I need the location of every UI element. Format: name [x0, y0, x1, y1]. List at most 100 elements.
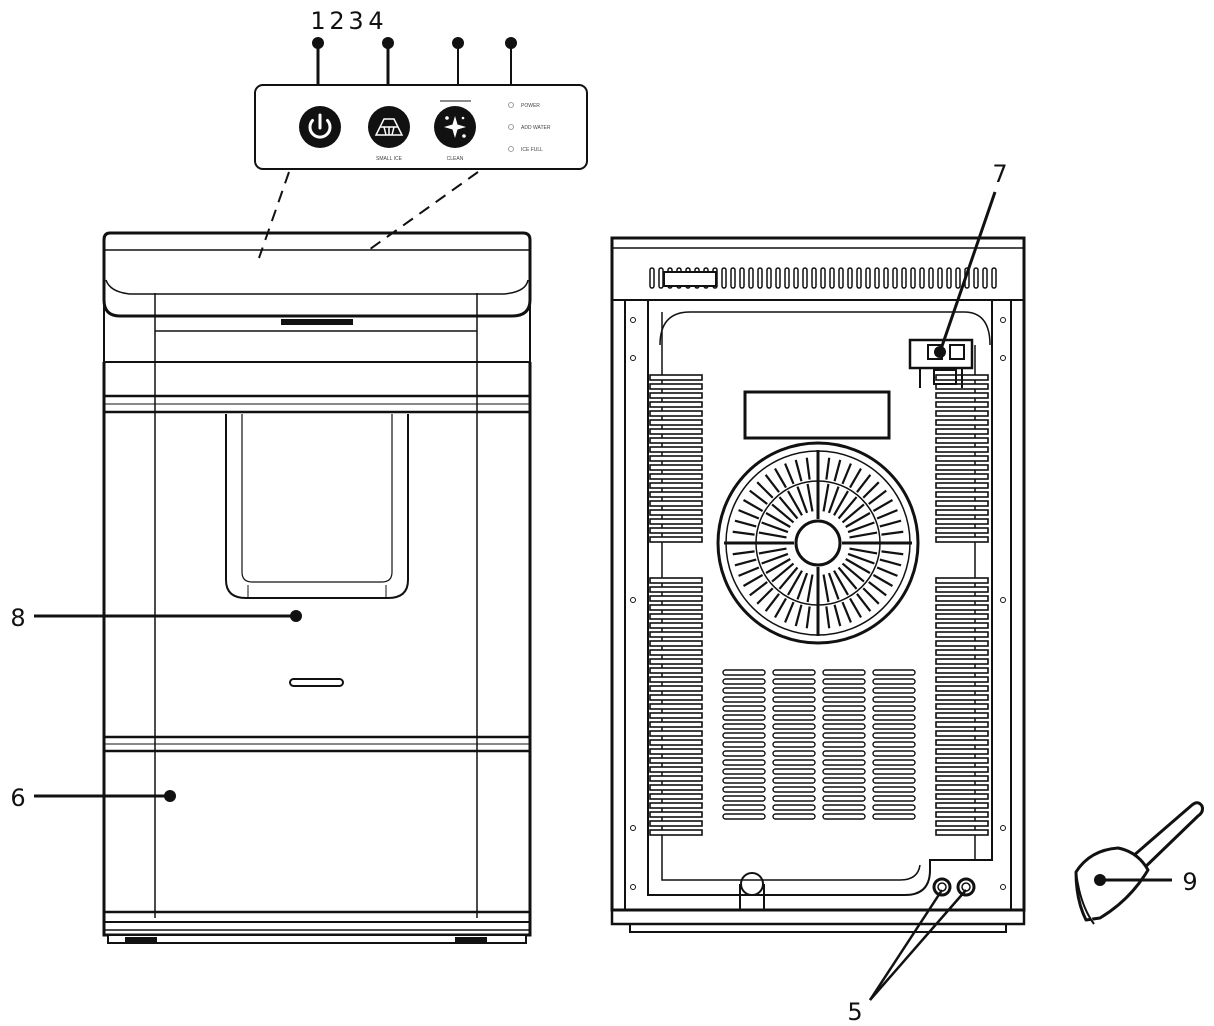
vent-slot — [822, 750, 866, 757]
vent-slot — [649, 464, 703, 471]
top-vent-slot — [919, 267, 925, 289]
callout-9: 9 — [1182, 868, 1197, 896]
vent-slot — [822, 714, 866, 721]
fan-slot — [787, 490, 803, 516]
fan-slot — [879, 519, 902, 528]
vent-slot — [649, 748, 703, 755]
panel-leader-dashed-right — [365, 171, 479, 253]
fan-slot — [868, 489, 887, 505]
fan-slot — [761, 521, 789, 534]
vent-slot — [772, 687, 816, 694]
top-vent-slot — [757, 267, 763, 289]
vent-slot — [935, 428, 989, 435]
vent-slot — [649, 509, 703, 516]
top-vent-slot — [838, 267, 844, 289]
vent-slot — [649, 757, 703, 764]
vent-slot — [649, 613, 703, 620]
vent-slot — [722, 732, 766, 739]
top-vent-slot — [865, 267, 871, 289]
vent-slot — [822, 768, 866, 775]
vent-slot — [872, 732, 916, 739]
drain-ports — [932, 877, 976, 897]
vent-slot — [822, 759, 866, 766]
callouts-front: 8 6 — [10, 604, 302, 812]
vent-slot — [872, 741, 916, 748]
vent-slot — [935, 793, 989, 800]
fan-slot — [774, 467, 787, 489]
vent-slot — [935, 667, 989, 674]
fan-slot — [833, 604, 842, 627]
vent-slot — [935, 446, 989, 453]
top-vent-slot — [784, 267, 790, 289]
ice-scoop-icon — [1074, 801, 1204, 925]
vent-slot — [935, 437, 989, 444]
status-indicator-power: POWER — [508, 102, 540, 109]
vent-slot — [872, 696, 916, 703]
vent-slot — [772, 678, 816, 685]
fan-slot — [765, 512, 791, 528]
vent-slot — [649, 428, 703, 435]
ice-size-button — [368, 106, 410, 148]
vent-slot — [649, 802, 703, 809]
vent-slot — [772, 786, 816, 793]
fan-slot — [825, 457, 831, 480]
vent-slot — [935, 392, 989, 399]
vent-slot — [649, 604, 703, 611]
vent-slot — [935, 518, 989, 525]
fan-slot — [796, 486, 809, 514]
fan-slot — [876, 509, 898, 520]
power-icon — [308, 119, 332, 139]
left-vent-grille-upper — [649, 374, 703, 543]
top-vent-slot — [910, 267, 916, 289]
vent-slot — [822, 705, 866, 712]
vent-slot — [935, 536, 989, 543]
vent-slot — [935, 491, 989, 498]
left-vent-grille-lower — [649, 577, 703, 836]
status-indicator-ice-full: ICE FULL — [508, 146, 543, 153]
vent-slot — [935, 676, 989, 683]
vent-slot — [722, 768, 766, 775]
vent-slot — [872, 804, 916, 811]
fan-slot — [756, 481, 774, 499]
vent-slot — [649, 640, 703, 647]
vent-slot — [649, 401, 703, 408]
vent-slot — [649, 437, 703, 444]
vent-slot — [935, 509, 989, 516]
front-view — [102, 231, 532, 944]
fan-slot — [778, 496, 799, 520]
fan-slot — [771, 562, 795, 583]
vent-slot — [649, 685, 703, 692]
fan-slot — [841, 601, 852, 623]
fan-slot — [761, 552, 789, 565]
callouts-back: 7 5 — [847, 160, 1007, 1026]
vent-slot — [772, 669, 816, 676]
top-vent-slot — [739, 267, 745, 289]
fan-slot — [738, 509, 760, 520]
vent-slot — [722, 705, 766, 712]
vent-slot — [649, 473, 703, 480]
sparkle-icon — [444, 116, 466, 138]
vent-slot — [935, 730, 989, 737]
vent-slot — [649, 374, 703, 381]
vent-slot — [935, 820, 989, 827]
top-vent-slot — [874, 267, 880, 289]
vent-slot — [935, 464, 989, 471]
fan-slot — [881, 530, 904, 536]
status-label-power: POWER — [521, 103, 540, 109]
fan-slot — [771, 503, 795, 524]
vent-slot — [772, 768, 816, 775]
fan-slot — [732, 530, 755, 536]
fan-slot — [849, 547, 878, 555]
top-vent-slot — [793, 267, 799, 289]
rear-fan — [716, 441, 920, 645]
vent-slot — [649, 649, 703, 656]
callout-5: 5 — [847, 998, 862, 1026]
fan-slot — [837, 496, 858, 520]
vent-slot — [822, 687, 866, 694]
vent-slot — [935, 721, 989, 728]
fan-slot — [881, 550, 904, 556]
vent-slot — [649, 694, 703, 701]
vent-slot — [822, 786, 866, 793]
top-vent-slot — [829, 267, 835, 289]
vent-slot — [872, 768, 916, 775]
